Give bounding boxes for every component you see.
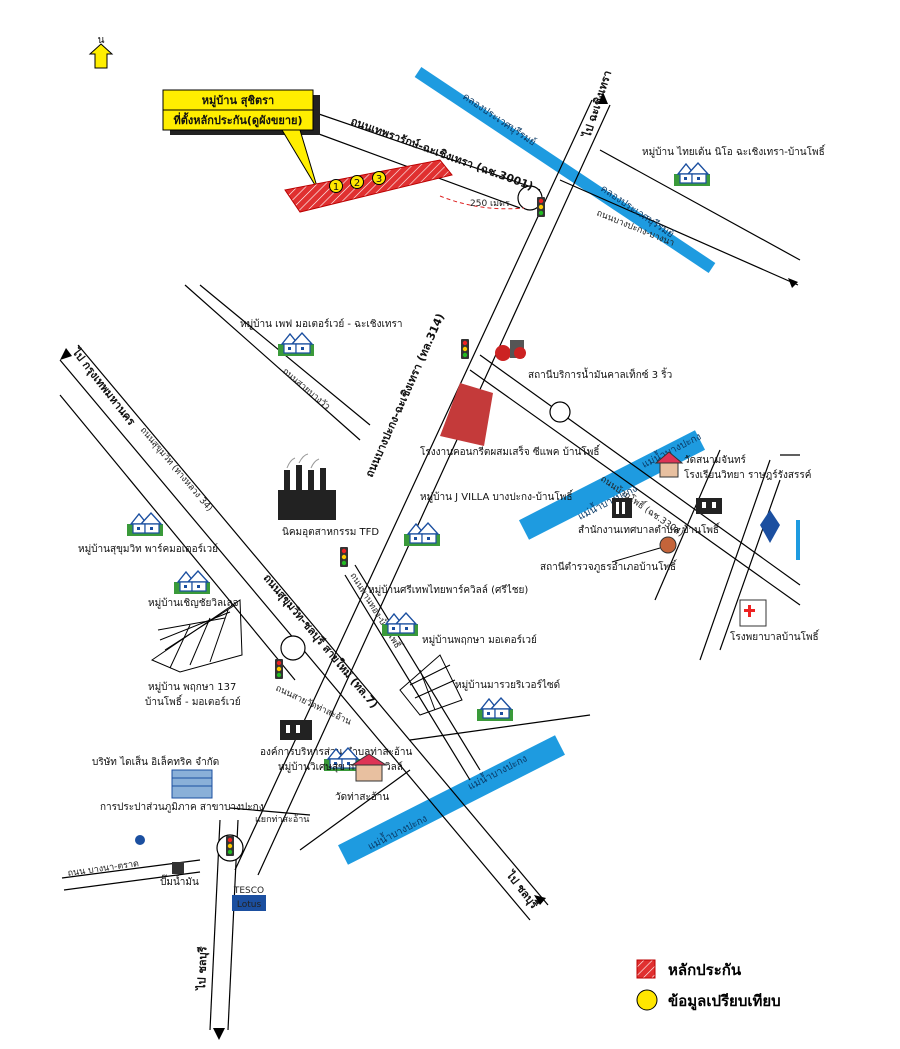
village-top-right-label: หมู่บ้าน ไทยเด้น นิโอ ฉะเชิงเทรา-บ้านโพธ… (642, 144, 826, 158)
temple-icon (654, 451, 684, 478)
legend-comparison-label: ข้อมูลเปรียบเทียบ (668, 992, 781, 1011)
school-icon (696, 498, 722, 514)
roundabouts (216, 185, 571, 862)
legend-collateral-swatch (636, 959, 656, 979)
office-icon (612, 498, 632, 518)
village-icon (126, 512, 164, 537)
road-panthong-label: ถนนพานทอง-บ้านโพธิ์ (347, 570, 405, 652)
police-icon (659, 536, 677, 554)
direction-arrows (60, 92, 798, 1040)
traffic-light-icon (275, 659, 283, 679)
legend-collateral-label: หลักประกัน (668, 961, 742, 979)
traffic-light-icon (537, 197, 545, 217)
hospital-right-label: โรงพยาบาลบ้านโพธิ์ (730, 629, 820, 643)
temple-tha-label: วัดท่าสะอ้าน (335, 791, 389, 803)
village-prueksa137-label-2: บ้านโพธิ์ - มอเตอร์เวย์ (145, 694, 241, 708)
village-icon (173, 570, 211, 595)
dir-bangkok-label: ไป กรุงเทพมหานคร (68, 344, 139, 429)
village-icon (476, 697, 514, 722)
village-grid-block-2 (399, 654, 463, 716)
lotus-logo-icon: TESCO Lotus (232, 886, 266, 911)
intersection-label: แยกท่าสะอ้าน (255, 814, 309, 825)
canal-upper-label-1: คลองประเวศบุรีรมย์ (460, 91, 538, 149)
village-grid-block (150, 599, 243, 673)
village-sukhumvit-park-label: หมู่บ้านสุขุมวิท พาร์คมอเตอร์เวย์ (78, 543, 218, 555)
village-pep-label: หมู่บ้าน เพฟ มอเตอร์เวย์ - ฉะเชิงเทรา (240, 318, 402, 330)
marker-1: 1 (333, 182, 339, 193)
hospital-icon (739, 599, 767, 627)
marker-2: 2 (354, 178, 360, 189)
temple-right-label: วัดสนามจันทร์ (684, 454, 747, 466)
collateral-plot (284, 159, 453, 213)
bottom-left-road-label: ถนน บางนา-ตราด (67, 859, 140, 879)
road-34-label: ถนนสุขุมวิท (ทางหลวง 34) (138, 425, 215, 514)
village-chuen-label: หมู่บ้านเชิญชัยวิลเลจ (148, 597, 239, 609)
distance-label: 250 เมตร (470, 199, 510, 209)
places: หมู่บ้าน ไทยเด้น นิโอ ฉะเชิงเทรา-บ้านโพธ… (78, 144, 826, 911)
temple-tha-icon (350, 753, 388, 782)
village-prueksa137-label: หมู่บ้าน พฤกษา 137 (148, 681, 236, 693)
company-left-label: บริษัท ไดเส็น อิเล็คทริค จำกัด (92, 754, 219, 768)
police-right-label: สถานีตำรวจภูธรอำเภอบ้านโพธิ์ (540, 559, 678, 573)
canal-bottom (338, 735, 565, 865)
factory-icon (278, 453, 336, 520)
village-icon (277, 332, 315, 357)
dir-chonburi-left-label: ไป ชลบุรี (194, 946, 211, 992)
traffic-light-icon (226, 836, 234, 856)
village-river-label: หมู่บ้านมารวยริเวอร์ไซด์ (455, 679, 560, 691)
pea-label-1: การประปาส่วนภูมิภาค สาขาบางปะกง (100, 802, 264, 813)
callout-line2: ที่ตั้งหลักประกัน(ดูผังขยาย) (174, 112, 303, 128)
lotus-top-label: TESCO (233, 886, 264, 896)
village-icon (673, 162, 711, 187)
legend: หลักประกัน ข้อมูลเปรียบเทียบ (636, 959, 781, 1011)
school-right-label: โรงเรียนวิทยา ราษฎร์รังสรรค์ (684, 468, 811, 481)
traffic-light-icon (340, 547, 348, 567)
pea-logo-icon (135, 835, 145, 845)
village-prueksa-motor-label: หมู่บ้านพฤกษา มอเตอร์เวย์ (422, 634, 537, 646)
roads (59, 99, 801, 1031)
village-jvilla-label: หมู่บ้าน J VILLA บางปะกง-บ้านโพธิ์ (420, 489, 574, 503)
gas-pump-icon (172, 862, 184, 874)
office-right-label: สำนักงานเทศบาลตำบล บ้านโพธิ์ (578, 522, 721, 536)
marker-3: 3 (376, 174, 382, 185)
gas-station-icon (495, 340, 526, 361)
concrete-factory-label-1: โรงงานคอนกรีตผสมเสร็จ ซีแพค บ้านโพธิ์ (420, 444, 601, 458)
concrete-factory-block (440, 383, 493, 446)
comparison-markers: 1 2 3 (329, 171, 386, 193)
industrial-label: นิคมอุตสาหกรรม TFD (282, 527, 379, 538)
village-sriwat-label: หมู่บ้านศรีเทพไทยพาร์ควิลล์ (ศรีไชย) (368, 584, 528, 596)
village-icon (381, 612, 419, 637)
lotus-label: Lotus (237, 900, 262, 910)
tambon-office-icon (280, 720, 312, 740)
north-label: น (98, 35, 105, 46)
village-garden-label: หมู่บ้านวิเศษสุข การ์เด้น วิลล์ (278, 761, 403, 773)
dir-chachoengsao-label: ไป ฉะเชิงเทรา (579, 69, 614, 141)
distance-indicator: 250 เมตร (439, 195, 525, 210)
legend-comparison-swatch (636, 989, 658, 1011)
traffic-light-icon (461, 339, 469, 359)
gas-station-label: สถานีบริการน้ำมันคาลเท็กซ์ 3 ริ้ว (528, 367, 672, 381)
north-arrow-icon: น (88, 35, 114, 69)
canal-upper (414, 67, 716, 273)
gas-small-label: ปั๊มน้ำมัน (160, 874, 199, 888)
collateral-callout: หมู่บ้าน สุชิตรา ที่ตั้งหลักประกัน(ดูผัง… (162, 89, 320, 191)
road-bangwua-label: ถนนสายบางวัว (280, 367, 332, 412)
village-icon (403, 522, 441, 547)
callout-line1: หมู่บ้าน สุชิตรา (202, 94, 274, 108)
bank-icon (760, 510, 800, 560)
office-building-icon (171, 769, 213, 799)
